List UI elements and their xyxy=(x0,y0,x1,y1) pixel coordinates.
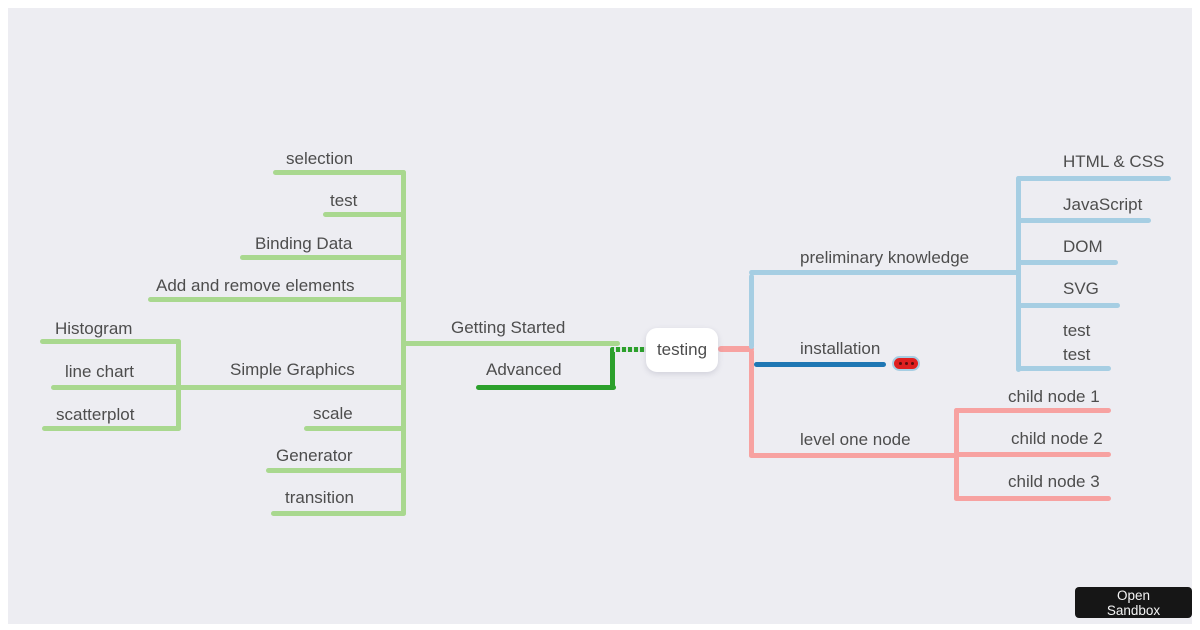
node-generator[interactable]: Generator xyxy=(276,446,353,465)
mindmap-canvas[interactable]: Getting Started selection test Binding D… xyxy=(8,8,1192,624)
connector-line xyxy=(1016,176,1171,181)
connector-line xyxy=(148,297,406,302)
node-child-node-2[interactable]: child node 2 xyxy=(1011,429,1103,448)
node-getting-started[interactable]: Getting Started xyxy=(451,318,566,337)
collapsed-children-expander-icon[interactable] xyxy=(894,358,918,369)
node-scale[interactable]: scale xyxy=(313,404,353,423)
connector-line xyxy=(476,385,616,390)
node-child-node-3[interactable]: child node 3 xyxy=(1008,472,1100,491)
node-transition[interactable]: transition xyxy=(285,488,354,507)
connector-line xyxy=(749,349,754,458)
root-node-label: testing xyxy=(656,340,708,359)
connector-line xyxy=(1016,218,1151,223)
root-node[interactable]: testing xyxy=(646,328,718,372)
node-installation[interactable]: installation xyxy=(800,339,881,358)
connector-line xyxy=(1016,260,1118,265)
connector-line xyxy=(323,212,406,217)
node-dom[interactable]: DOM xyxy=(1063,237,1103,256)
connector-line xyxy=(271,511,406,516)
connector-line xyxy=(273,170,406,175)
node-preliminary-knowledge[interactable]: preliminary knowledge xyxy=(800,248,970,267)
node-svg[interactable]: SVG xyxy=(1063,279,1099,298)
connector-line xyxy=(1016,303,1120,308)
node-scatterplot[interactable]: scatterplot xyxy=(56,405,135,424)
open-sandbox-button[interactable]: Open Sandbox xyxy=(1075,587,1192,618)
connector-line xyxy=(42,426,181,431)
node-test-test[interactable]: test test xyxy=(1063,319,1090,367)
ellipsis-dots-icon xyxy=(899,362,902,365)
connector-line xyxy=(954,408,1111,413)
connector-line xyxy=(401,170,406,516)
node-add-and-remove-elements[interactable]: Add and remove elements xyxy=(156,276,355,295)
node-javascript[interactable]: JavaScript xyxy=(1063,195,1143,214)
connector-line xyxy=(749,453,959,458)
node-test[interactable]: test xyxy=(330,191,358,210)
node-html-css[interactable]: HTML & CSS xyxy=(1063,152,1165,171)
connector-line xyxy=(610,347,648,352)
connector-line xyxy=(749,274,754,349)
connector-line xyxy=(1016,366,1111,371)
connector-line xyxy=(610,347,615,390)
connector-line xyxy=(240,255,406,260)
connector-line xyxy=(754,362,886,367)
node-selection[interactable]: selection xyxy=(286,149,354,168)
connector-line xyxy=(266,468,406,473)
node-test-test-line2: test xyxy=(1063,345,1091,364)
connector-line xyxy=(1016,176,1021,372)
node-advanced[interactable]: Advanced xyxy=(486,360,562,379)
node-level-one-node[interactable]: level one node xyxy=(800,430,911,449)
node-simple-graphics[interactable]: Simple Graphics xyxy=(230,360,355,379)
connector-line xyxy=(749,270,1021,275)
node-histogram[interactable]: Histogram xyxy=(55,319,133,338)
node-child-node-1[interactable]: child node 1 xyxy=(1008,387,1100,406)
connector-line xyxy=(304,426,406,431)
connector-line xyxy=(404,341,620,346)
node-binding-data[interactable]: Binding Data xyxy=(255,234,353,253)
node-line-chart[interactable]: line chart xyxy=(65,362,134,381)
connector-line xyxy=(954,452,1111,457)
connector-line xyxy=(954,496,1111,501)
connector-line xyxy=(51,385,181,390)
connector-line xyxy=(718,346,754,352)
node-test-test-line1: test xyxy=(1063,321,1091,340)
connector-line xyxy=(176,385,406,390)
connector-line xyxy=(40,339,181,344)
